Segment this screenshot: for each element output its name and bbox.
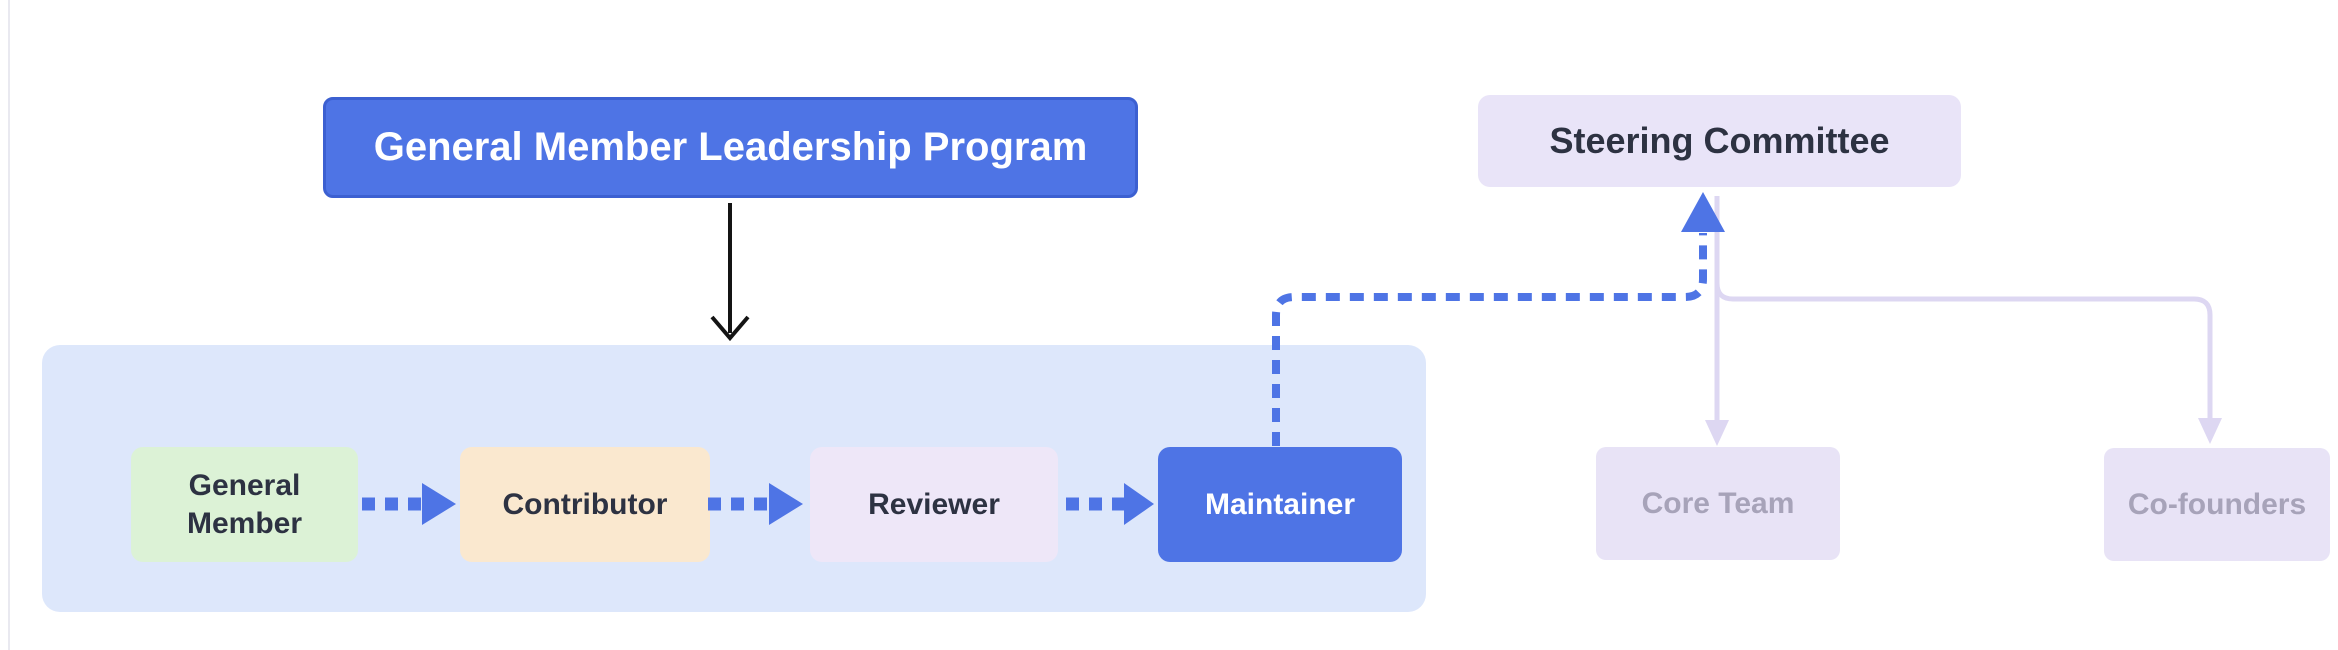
maintainer-label: Maintainer bbox=[1204, 487, 1356, 521]
co-founders-label: Co-founders bbox=[2127, 487, 2307, 521]
node-general-member: General Member bbox=[131, 447, 358, 562]
contributor-label: Contributor bbox=[502, 487, 668, 521]
general-member-label: General Member bbox=[186, 468, 303, 540]
node-maintainer: Maintainer bbox=[1158, 447, 1402, 562]
steering-to-cofounders-arrow bbox=[1714, 282, 2222, 444]
node-contributor: Contributor bbox=[460, 447, 710, 562]
reviewer-label: Reviewer bbox=[868, 487, 1000, 521]
node-co-founders: Co-founders bbox=[2104, 448, 2330, 561]
steering-to-core-arrow bbox=[1705, 196, 1729, 446]
node-core-team: Core Team bbox=[1596, 447, 1840, 560]
node-reviewer: Reviewer bbox=[810, 447, 1058, 562]
node-steering-committee: Steering Committee bbox=[1478, 95, 1961, 187]
steering-committee-label: Steering Committee bbox=[1549, 120, 1890, 161]
page-left-divider bbox=[8, 0, 10, 650]
core-team-label: Core Team bbox=[1641, 486, 1795, 520]
node-leadership-program-title: General Member Leadership Program bbox=[323, 97, 1138, 198]
leadership-program-label: General Member Leadership Program bbox=[373, 125, 1088, 169]
title-to-pipeline-arrow bbox=[710, 203, 750, 342]
